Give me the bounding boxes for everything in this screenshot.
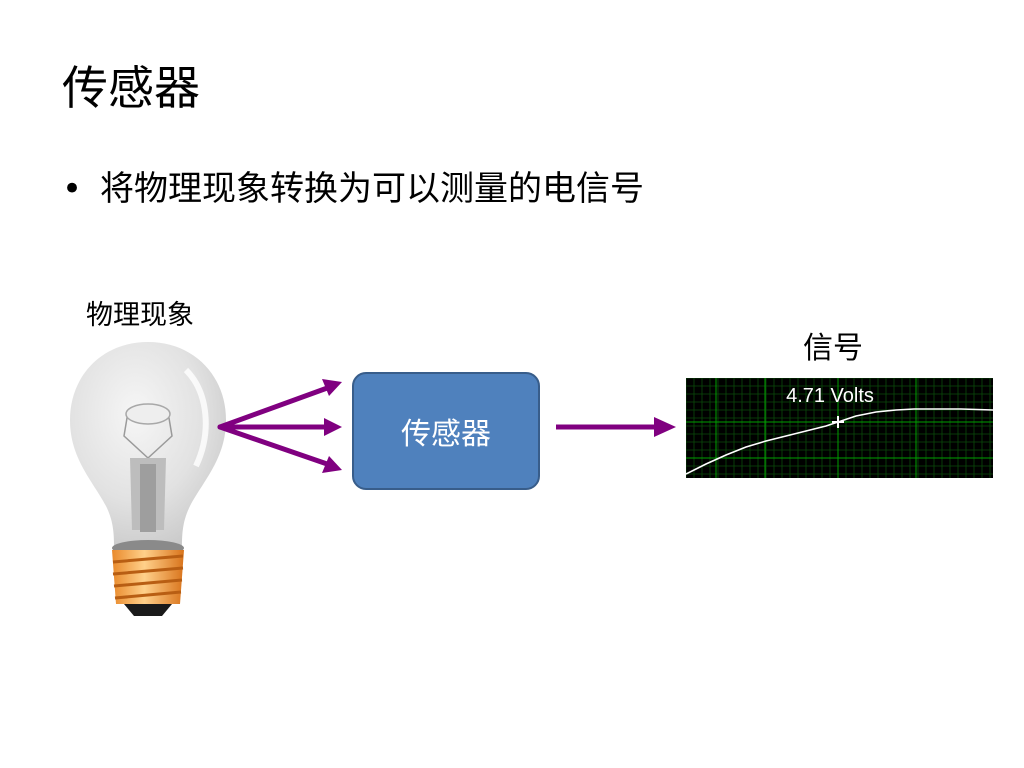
signal-trace [686, 408, 993, 475]
sensor-box: 传感器 [352, 372, 540, 490]
bullet-item: • 将物理现象转换为可以测量的电信号 [62, 166, 644, 212]
bullet-symbol: • [62, 169, 83, 209]
bullet-text: 将物理现象转换为可以测量的电信号 [100, 169, 644, 209]
light-bulb-icon [70, 342, 226, 616]
voltage-readout: 4.71 Volts [786, 385, 874, 407]
signal-label: 信号 [803, 331, 863, 366]
output-arrow [556, 417, 676, 437]
slide-title: 传感器 [62, 61, 200, 115]
signal-display: 4.71 Volts [686, 378, 993, 478]
phenomenon-label: 物理现象 [86, 300, 194, 331]
sensor-label: 传感器 [401, 417, 491, 452]
stimulus-arrows [217, 379, 342, 473]
trace-cursor [832, 416, 844, 428]
